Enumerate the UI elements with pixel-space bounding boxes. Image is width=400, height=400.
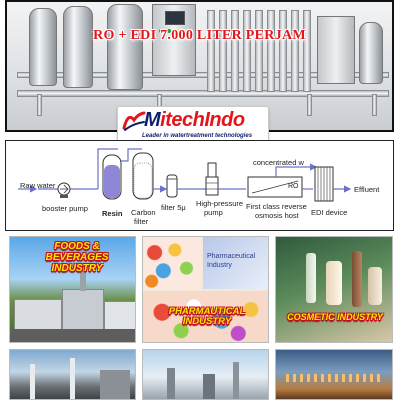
membrane-vessel — [207, 10, 215, 92]
label-carbon-filter-2: filter — [134, 217, 149, 226]
flow-line — [121, 148, 142, 162]
membrane-vessel — [267, 10, 275, 92]
membrane-vessel — [291, 10, 299, 92]
tank — [63, 6, 93, 88]
refinery-tower — [203, 374, 215, 399]
process-flow-svg — [18, 148, 352, 202]
cosmetic-bottle — [352, 251, 362, 307]
label-concentrated: concentrated w — [253, 158, 304, 167]
tank — [107, 4, 143, 90]
factory-building — [14, 299, 62, 331]
carbon-filter-tank-icon — [132, 152, 154, 200]
logo-name-part1: M — [144, 109, 161, 131]
label-hp-pump-1: High-pressure — [196, 199, 244, 208]
chimney — [80, 271, 86, 291]
industry-tile-power-plant[interactable] — [9, 349, 136, 400]
frame-rail — [17, 90, 389, 97]
label-hp-pump-2: pump — [204, 208, 223, 217]
label-resin: Resin — [102, 209, 123, 218]
logo-swoosh-icon — [122, 111, 146, 131]
label-filter: filter 5μ — [161, 203, 186, 212]
industry-tile-pharma[interactable]: Pharmaceutical Industry PHARMAUTICAL IND… — [142, 236, 269, 343]
ro-host-icon — [247, 176, 303, 198]
industry-tile-refinery[interactable] — [142, 349, 269, 400]
frame-leg — [372, 94, 377, 116]
frame-leg — [307, 94, 312, 116]
label-raw-water: Raw water — [20, 181, 56, 190]
company-logo[interactable]: MitechIndo Leader in watertreatment tech… — [117, 106, 269, 142]
flow-line — [275, 163, 318, 177]
refinery-tower — [233, 362, 239, 399]
chimney — [70, 358, 75, 399]
membrane-vessel — [279, 10, 287, 92]
pharma-photo: Pharmaceutical Industry — [203, 237, 268, 289]
resin-tank-icon — [102, 154, 122, 200]
edi-device-icon — [314, 166, 334, 202]
frame-rail — [17, 72, 389, 78]
factory-building — [100, 370, 130, 399]
hero-title: RO + EDI 7.000 LITER PERJAM — [93, 28, 306, 43]
membrane-vessel — [255, 10, 263, 92]
flow-line — [97, 148, 118, 189]
booster-pump-icon — [57, 182, 71, 198]
pills-photo — [143, 237, 201, 289]
label-ro-host-1: First class reverse — [246, 202, 307, 211]
tile-label-foods: FOODS & BEVERAGES INDUSTRY — [45, 241, 109, 274]
label-booster-pump: booster pump — [42, 204, 88, 213]
factory-building — [104, 301, 135, 331]
capsules-photo — [143, 291, 268, 342]
process-diagram: Raw water booster pump Resin Carbon filt… — [5, 140, 394, 231]
city-lights — [286, 374, 384, 382]
label-effluent: Effluent — [354, 185, 380, 194]
factory-building — [62, 289, 104, 331]
pharma-inner-text-2: Industry — [207, 262, 232, 269]
label-ro: RO — [288, 183, 299, 190]
frame-leg — [37, 94, 42, 116]
label-ro-host-2: osmosis host — [255, 211, 299, 220]
label-carbon-filter-1: Carbon — [131, 208, 156, 217]
logo-tagline: Leader in watertreatment technologies — [142, 133, 253, 139]
membrane-vessel — [219, 10, 227, 92]
product-photo: RO + EDI 7.000 LITER PERJAM — [5, 0, 394, 132]
micron-filter-icon — [166, 174, 178, 198]
pharma-inner-text-1: Pharmaceutical — [207, 253, 256, 260]
membrane-vessel — [303, 10, 311, 92]
industry-tile-industrial-port[interactable] — [275, 349, 393, 400]
logo-name-part2: itechIndo — [160, 109, 245, 131]
cosmetic-bottle — [326, 261, 342, 305]
chimney — [30, 364, 35, 399]
industry-tile-cosmetic[interactable]: COSMETIC INDUSTRY — [275, 236, 393, 343]
label-edi: EDI device — [311, 208, 348, 217]
tank — [29, 8, 57, 86]
tank — [359, 22, 383, 84]
cosmetic-bottle — [306, 253, 316, 303]
high-pressure-pump-icon — [205, 162, 219, 196]
control-panel — [152, 4, 196, 76]
tile-label-cosmetic: COSMETIC INDUSTRY — [287, 312, 383, 322]
membrane-vessel — [243, 10, 251, 92]
edi-module — [317, 16, 355, 84]
cosmetic-bottle — [368, 267, 382, 305]
road — [10, 329, 135, 342]
membrane-vessel — [231, 10, 239, 92]
refinery-tower — [167, 368, 175, 399]
industry-tile-foods[interactable]: FOODS & BEVERAGES INDUSTRY — [9, 236, 136, 343]
tile-label-pharma: PHARMAUTICAL INDUSTRY — [168, 306, 246, 328]
logo-name: MitechIndo — [144, 109, 245, 132]
